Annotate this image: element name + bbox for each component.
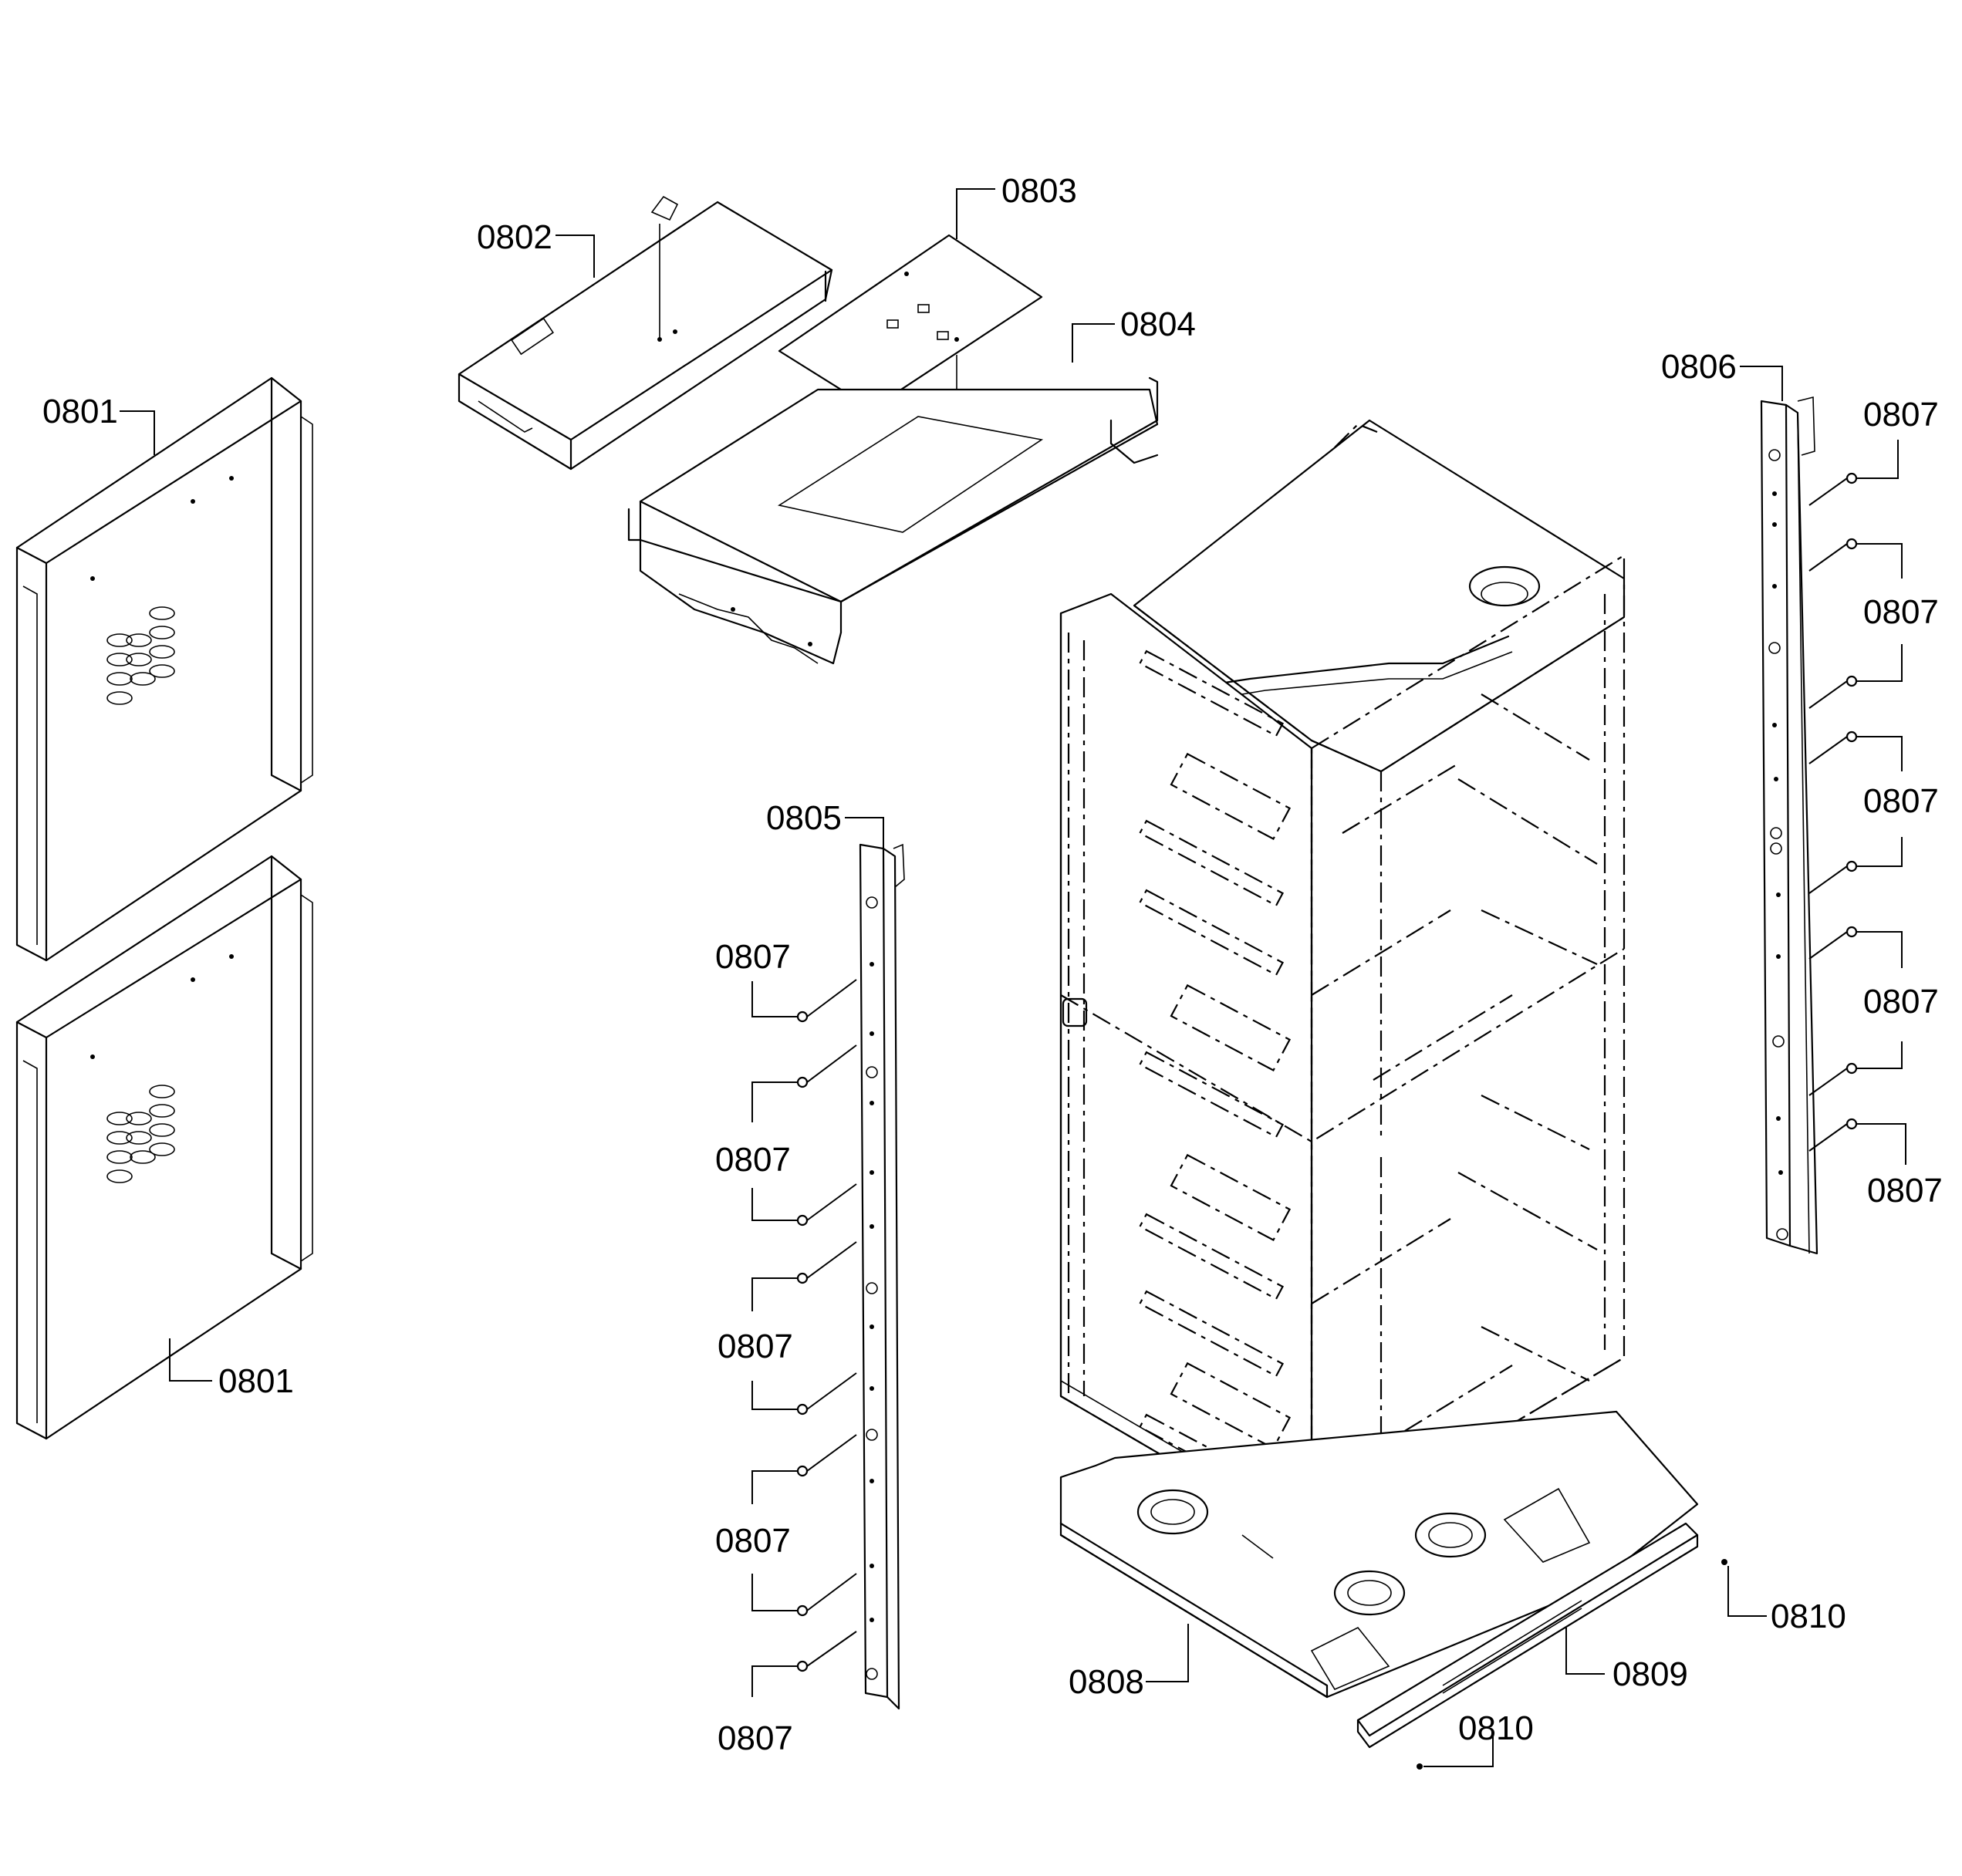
- label-0807-left-1: 0807: [715, 938, 791, 976]
- top-cover-0802: [458, 195, 833, 471]
- label-0807-right-5: 0807: [1867, 1172, 1943, 1210]
- label-0807-right-2: 0807: [1863, 593, 1939, 631]
- channel-0806: [1760, 396, 1818, 1255]
- screw-0810-bottom: [1417, 1763, 1423, 1770]
- label-0807-left-4: 0807: [715, 1522, 791, 1560]
- part-labels: 0801 0801 0802 0803 0804 0805 0806 0807 …: [42, 172, 1943, 1757]
- screws-0807-left: [796, 979, 857, 1672]
- burner-rings: [1136, 1489, 1487, 1616]
- vent-slots-lower: [106, 1085, 175, 1183]
- label-0802: 0802: [477, 218, 552, 256]
- label-0810-right: 0810: [1771, 1598, 1846, 1635]
- rail-0809: [1356, 1522, 1699, 1749]
- label-0803: 0803: [1001, 172, 1077, 210]
- label-0810-bottom: 0810: [1458, 1709, 1534, 1747]
- side-panel-0801-lower: [15, 855, 313, 1440]
- label-0807-left-2: 0807: [715, 1141, 791, 1179]
- channel-holes-right: [1768, 449, 1788, 1240]
- channel-holes-left: [866, 896, 878, 1680]
- label-0807-left-3: 0807: [718, 1328, 793, 1365]
- label-0805: 0805: [766, 799, 842, 837]
- bottom-pan-0808: [1059, 1410, 1699, 1699]
- oven-cavity-frame: [1059, 419, 1626, 1544]
- label-0807-left-5: 0807: [718, 1719, 793, 1757]
- label-0807-right-3: 0807: [1863, 782, 1939, 820]
- label-0807-right-4: 0807: [1863, 983, 1939, 1021]
- label-0801-upper: 0801: [42, 393, 118, 430]
- label-0808: 0808: [1069, 1663, 1144, 1701]
- channel-0805: [859, 843, 905, 1710]
- screws-0807-right: [1808, 472, 1858, 1152]
- vent-collar: [1468, 565, 1541, 607]
- label-0806: 0806: [1661, 348, 1737, 386]
- rack-slots-side: [1311, 693, 1598, 1451]
- label-0804: 0804: [1120, 305, 1196, 343]
- label-0807-right-1: 0807: [1863, 396, 1939, 434]
- side-panel-0801-upper: [15, 376, 313, 962]
- housing-0804: [627, 376, 1159, 665]
- label-0801-lower: 0801: [218, 1362, 294, 1400]
- leader-lines: [120, 188, 1906, 1767]
- screw-0810-right: [1721, 1559, 1727, 1565]
- label-0809: 0809: [1612, 1655, 1688, 1693]
- vent-slots-upper: [106, 606, 175, 705]
